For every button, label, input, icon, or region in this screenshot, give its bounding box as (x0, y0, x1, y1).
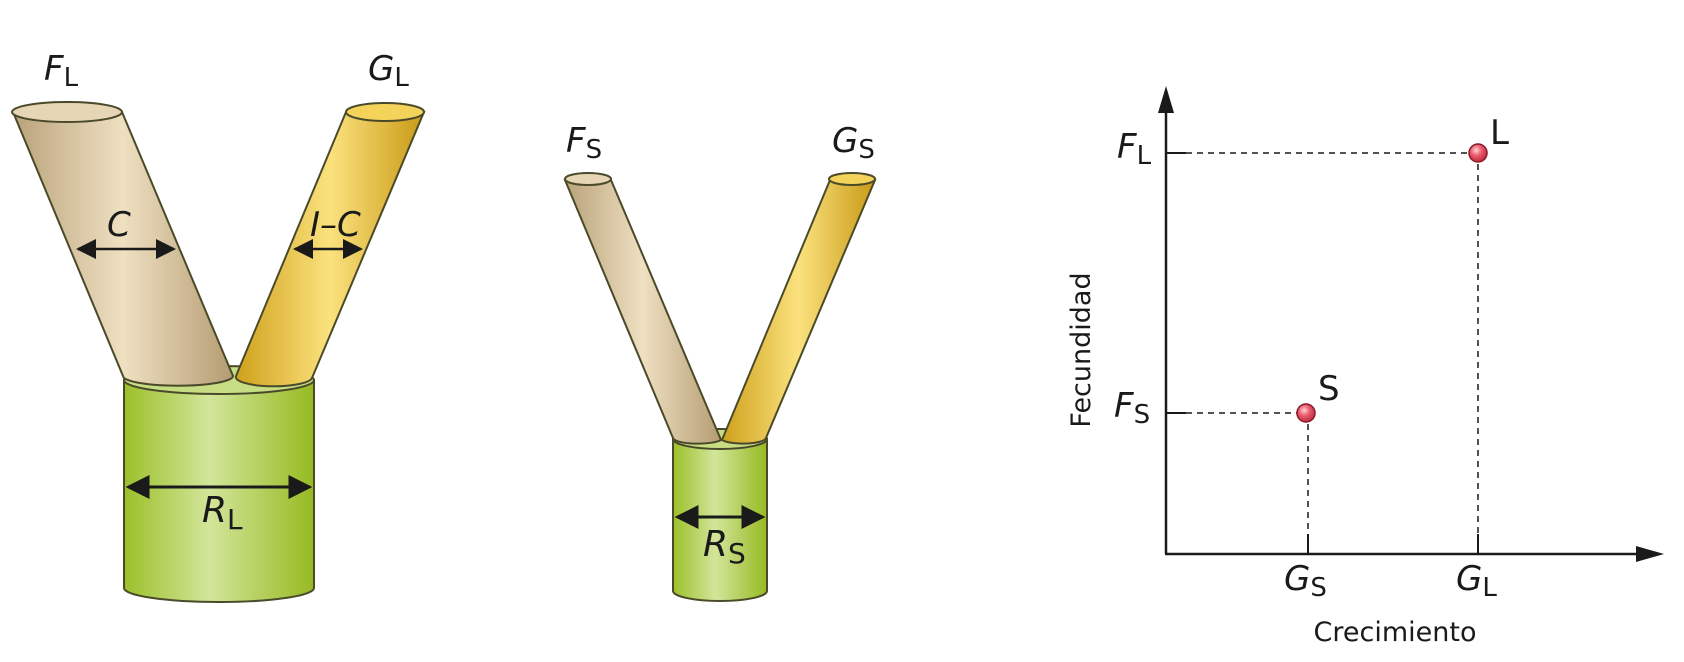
large-remainder-label: I–C (310, 205, 361, 245)
small-fecundity-label: FS (566, 121, 602, 165)
ytick-label-fs: FS (1114, 386, 1150, 430)
large-trunk (123, 365, 315, 603)
point-l-label: L (1490, 113, 1509, 153)
large-fecundity-label: FL (44, 49, 79, 93)
small-growth-label: GS (832, 121, 875, 165)
large-resource-label: RL (202, 490, 243, 536)
ytick-label-fl: FL (1117, 127, 1152, 171)
small-plant: FS GS RS (563, 121, 877, 602)
point-s (1296, 403, 1316, 423)
x-axis-arrowhead (1636, 546, 1664, 562)
point-l (1468, 143, 1488, 163)
y-axis-title: Fecundidad (1066, 272, 1097, 427)
small-growth-branch (720, 172, 877, 445)
small-fecundity-branch (563, 172, 723, 445)
tradeoff-chart: L S FL FS GS GL Crecimiento Fecundidad (1066, 86, 1664, 648)
large-plant: FL GL C I–C RL (11, 49, 426, 603)
small-resource-label: RS (703, 524, 746, 570)
y-axis-arrowhead (1158, 86, 1174, 113)
small-trunk (672, 428, 768, 602)
xtick-label-gl: GL (1456, 559, 1497, 603)
x-axis-title: Crecimiento (1314, 617, 1477, 648)
xtick-label-gs: GS (1284, 559, 1327, 603)
large-growth-label: GL (368, 49, 409, 93)
point-s-label: S (1318, 369, 1340, 409)
large-cost-label: C (107, 205, 131, 245)
